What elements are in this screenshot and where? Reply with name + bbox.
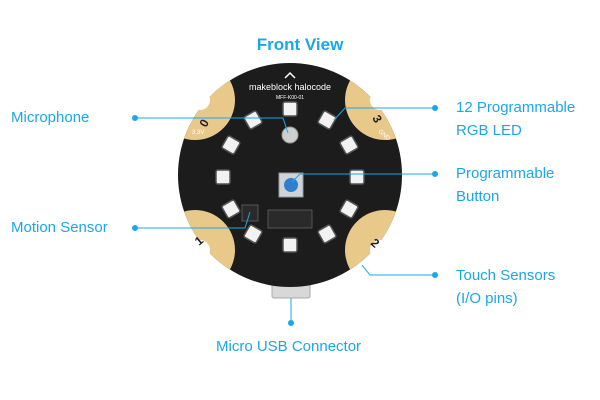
callout-touch-2: (I/O pins): [456, 290, 518, 307]
programmable-button[interactable]: [284, 178, 298, 192]
rgb-led-leader: [333, 107, 435, 121]
callout-rgb-led-1: 12 Programmable: [456, 99, 576, 116]
rgb-led-ring: [215, 101, 365, 253]
microphone-leader: [135, 117, 289, 134]
brand-text: makeblock halocode: [249, 82, 331, 92]
callout-button-2: Button: [456, 188, 500, 205]
chevron-up-icon: [284, 71, 296, 79]
touch-leader: [361, 264, 435, 276]
callout-touch-1: Touch Sensors: [456, 267, 556, 284]
callout-rgb-led-2: RGB LED: [456, 122, 522, 139]
microphone-component: [281, 126, 299, 144]
motion-leader: [135, 211, 251, 229]
diagram-title: Front View: [256, 35, 344, 54]
label-3v3: 3.3V: [192, 130, 204, 136]
main-chip: [267, 209, 313, 229]
callout-microphone: Microphone: [11, 109, 90, 126]
callout-button-1: Programmable: [456, 165, 555, 182]
model-text: MFF-K00-01: [276, 95, 304, 101]
callout-usb: Micro USB Connector: [216, 338, 362, 355]
callout-motion-sensor: Motion Sensor: [11, 219, 108, 236]
button-leader: [291, 173, 435, 183]
